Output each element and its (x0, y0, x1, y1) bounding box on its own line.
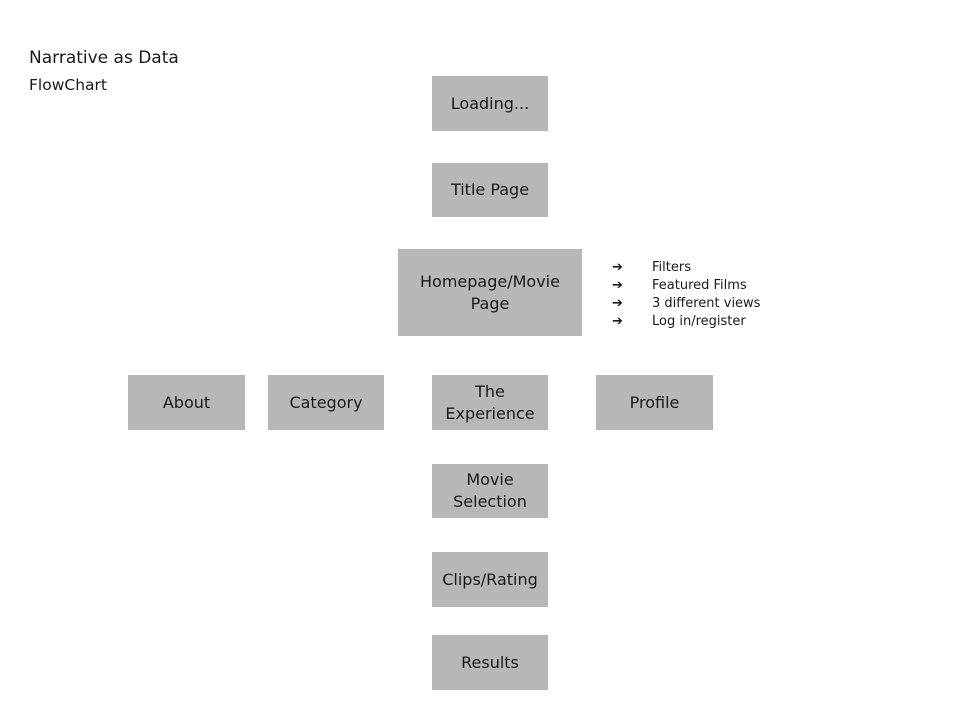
node-clips-rating-label: Clips/Rating (442, 569, 538, 589)
arrow-right-icon: ➔ (612, 295, 623, 311)
node-category: Category (268, 375, 384, 430)
node-experience-label: The Experience (445, 381, 535, 423)
node-about-label: About (162, 392, 211, 412)
node-homepage: Homepage/Movie Page (398, 249, 582, 336)
arrow-right-icon: ➔ (612, 259, 623, 275)
feature-item: ➔ Featured Films (612, 276, 760, 294)
arrow-right-icon: ➔ (612, 313, 623, 329)
node-movie-selection-label: Movie Selection (453, 470, 527, 511)
feature-item-label: 3 different views (652, 295, 761, 311)
feature-item-label: Featured Films (652, 277, 747, 293)
node-loading: Loading... (432, 76, 548, 131)
node-movie-selection: Movie Selection (432, 464, 548, 518)
node-homepage-label: Homepage/Movie Page (420, 271, 560, 313)
node-results-label: Results (461, 652, 519, 672)
node-loading-label: Loading... (450, 93, 530, 113)
page-subtitle: FlowChart (29, 76, 107, 94)
feature-item: ➔ Log in/register (612, 312, 760, 330)
feature-item-label: Log in/register (652, 313, 746, 329)
node-experience: The Experience (432, 375, 548, 430)
page-title: Narrative as Data (29, 48, 179, 68)
node-clips-rating: Clips/Rating (432, 552, 548, 607)
node-profile-label: Profile (629, 392, 680, 412)
node-results: Results (432, 635, 548, 690)
node-title-page: Title Page (432, 163, 548, 217)
arrow-right-icon: ➔ (612, 277, 623, 293)
node-about: About (128, 375, 245, 430)
homepage-feature-list: ➔ Filters ➔ Featured Films ➔ 3 different… (612, 258, 760, 330)
feature-item: ➔ 3 different views (612, 294, 760, 312)
feature-item-label: Filters (652, 259, 691, 275)
feature-item: ➔ Filters (612, 258, 760, 276)
node-profile: Profile (596, 375, 713, 430)
node-title-page-label: Title Page (450, 180, 530, 199)
node-category-label: Category (289, 392, 363, 412)
